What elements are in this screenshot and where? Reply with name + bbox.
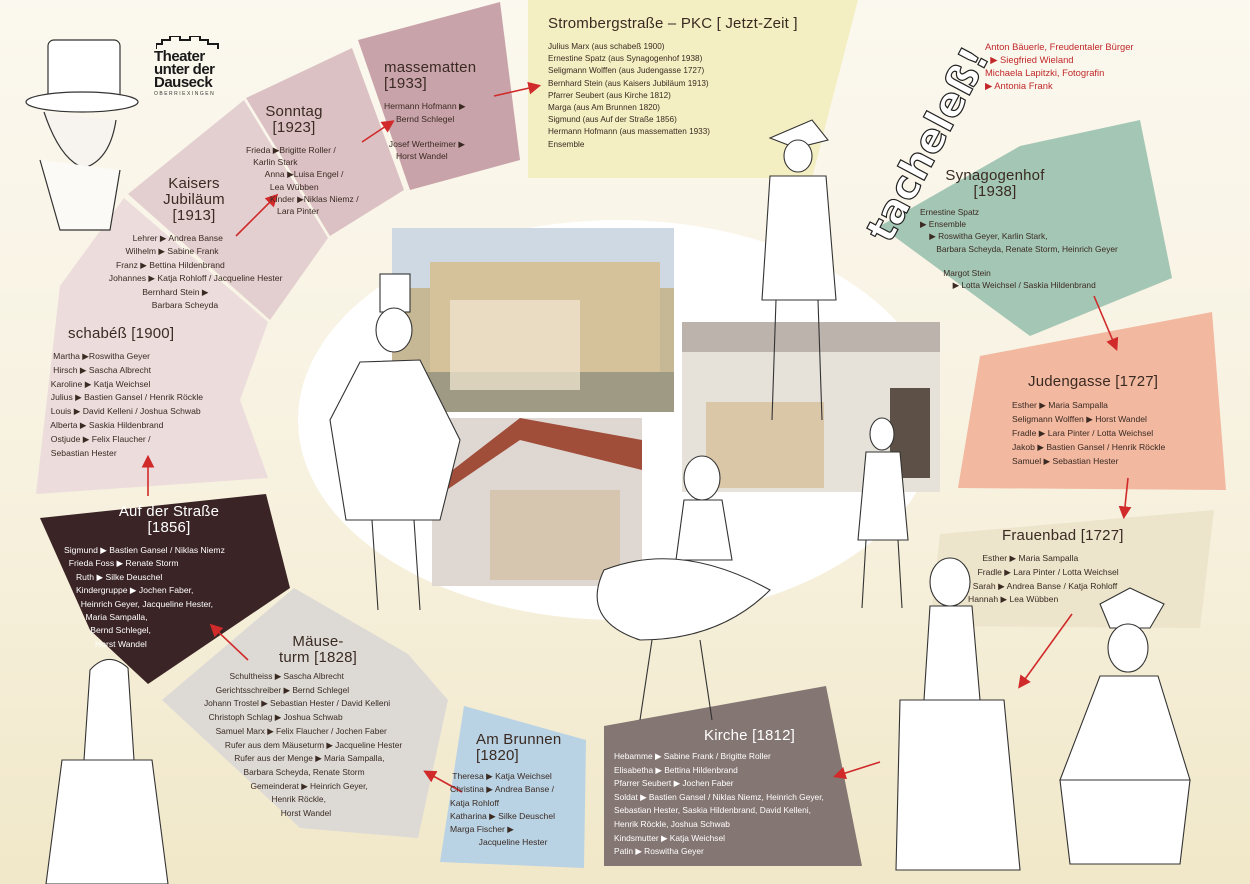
castle-icon [156, 36, 219, 49]
strasse-text: Sigmund ▶ Bastien Gansel / Niklas Niemz … [64, 545, 225, 649]
figure-lady-left [895, 557, 1021, 871]
sonntag-block: Sonntag [1923] Frieda ▶Brigitte Roller /… [246, 104, 386, 217]
segment-kaisers [128, 100, 328, 320]
stromberg-text: Julius Marx (aus schabeß 1900) Ernestine… [548, 42, 711, 149]
sonntag-title: Sonntag [1923] [265, 103, 323, 136]
brunnen-text: Theresa ▶ Katja Weichsel Christina ▶ And… [450, 771, 556, 848]
massematten-title: massematten [1933] [384, 59, 477, 92]
judengasse-title: Judengasse [1727] [1028, 373, 1159, 390]
strasse-block: Auf der Straße [1856] Sigmund ▶ Bastien … [64, 504, 274, 651]
judengasse-block: Judengasse [1727] Esther ▶ Maria Sampall… [1012, 374, 1212, 468]
logo-line3: Dauseck [154, 74, 213, 91]
synagogenhof-block: Synagogenhof [1938] Ernestine Spatz ▶ En… [920, 168, 1160, 291]
logo-line2: unter der [154, 61, 215, 78]
frauenbad-title: Frauenbad [1727] [1002, 527, 1124, 544]
kaisers-block: Kaisers Jubiläum [1913] Lehrer ▶ Andrea … [104, 176, 314, 312]
schabess-block: schabéß [1900] Martha ▶Roswitha Geyer Hi… [46, 326, 276, 460]
synagogenhof-text: Ernestine Spatz ▶ Ensemble ▶ Roswitha Ge… [920, 207, 1118, 291]
maeuseturm-title: Mäuse- turm [1828] [278, 633, 358, 666]
kirche-title: Kirche [1812] [704, 727, 795, 744]
brunnen-block: Am Brunnen [1820] Theresa ▶ Katja Weichs… [450, 732, 580, 850]
segment-massematten [358, 2, 520, 190]
massematten-text: Hermann Hofmann ▶ Bernd Schlegel Josef W… [384, 101, 466, 161]
segment-stromberg [528, 0, 858, 178]
synagogenhof-title: Synagogenhof [1938] [945, 167, 1045, 200]
figure-tophat [25, 39, 139, 231]
segment-judengasse [958, 312, 1226, 490]
brunnen-title: Am Brunnen [1820] [476, 731, 562, 764]
kaisers-text: Lehrer ▶ Andrea Banse Wilhelm ▶ Sabine F… [108, 233, 283, 311]
figure-lady-right [1059, 587, 1191, 865]
arrow [493, 81, 542, 97]
segment-brunnen [440, 706, 586, 868]
judengasse-text: Esther ▶ Maria Sampalla Seligmann Wolffe… [1012, 400, 1166, 466]
stromberg-title: Strombergstraße – PKC [ Jetzt-Zeit ] [548, 15, 798, 32]
maeuseturm-block: Mäuse- turm [1828] Schultheiss ▶ Sascha … [190, 634, 446, 821]
segment-schabess [36, 198, 268, 494]
credits: Anton Bäuerle, Freudentaler Bürger ▶ Sie… [985, 41, 1134, 91]
kaisers-title: Kaisers Jubiläum [1913] [163, 175, 225, 224]
schabess-title: schabéß [1900] [68, 325, 175, 342]
massematten-block: massematten [1933] Hermann Hofmann ▶ Ber… [384, 60, 504, 163]
segment-synagogenhof [880, 120, 1172, 336]
segment-sonntag [246, 48, 404, 236]
segment-kirche [604, 686, 862, 866]
maeuseturm-text: Schultheiss ▶ Sascha Albrecht Gerichtssc… [203, 671, 403, 819]
logo-sub: OBERRIEXINGEN [154, 91, 216, 97]
segment-strasse [40, 494, 290, 684]
logo-line1: Theater [154, 48, 205, 65]
figure-judge [45, 658, 169, 884]
figure-man-hat [329, 273, 461, 611]
frauenbad-block: Frauenbad [1727] Esther ▶ Maria Sampalla… [968, 528, 1198, 607]
sonntag-text: Frieda ▶Brigitte Roller / Karlin Stark A… [246, 145, 359, 217]
figure-right-man [857, 417, 909, 609]
kirche-text: Hebamme ▶ Sabine Frank / Brigitte Roller… [614, 751, 824, 857]
kirche-block: Kirche [1812] Hebamme ▶ Sabine Frank / B… [614, 728, 854, 859]
figure-soldier [761, 119, 837, 421]
figure-dancer [596, 455, 771, 721]
schabess-text: Martha ▶Roswitha Geyer Hirsch ▶ Sascha A… [50, 351, 204, 458]
frauenbad-text: Esther ▶ Maria Sampalla Fradle ▶ Lara Pi… [968, 553, 1119, 605]
segment-maeuseturm [162, 588, 448, 838]
strasse-title: Auf der Straße [1856] [118, 503, 220, 536]
stromberg-block: Strombergstraße – PKC [ Jetzt-Zeit ] Jul… [548, 16, 828, 151]
theater-logo: Theater unter der Dauseck OBERRIEXINGEN [154, 36, 234, 116]
